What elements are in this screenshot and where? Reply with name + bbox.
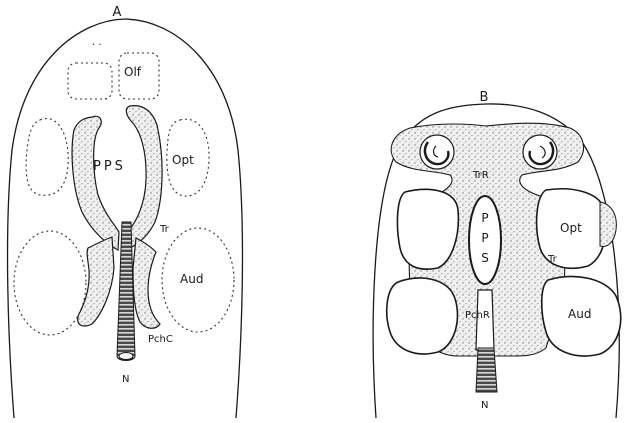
pps-p2-label: P [481, 231, 488, 245]
n-label-b: N [481, 400, 488, 411]
nasal-capsule-right [523, 135, 557, 169]
panel-b-letter: B [480, 90, 489, 105]
trabecula-left [72, 116, 119, 250]
nasal-capsule-left [420, 135, 454, 169]
pps-p1-label: P [481, 211, 488, 225]
trabecula-right [126, 106, 162, 248]
opt-label-b: Opt [560, 221, 582, 235]
aud-label-a: Aud [180, 272, 203, 286]
trr-label: TrR [472, 170, 489, 181]
panel-a: A Olf · · Opt Aud PPS Tr PchC N [8, 5, 243, 418]
notochord-b [476, 348, 497, 392]
pps-label-a: PPS [93, 159, 126, 174]
auditory-capsule-left [14, 231, 86, 335]
tr-label-b: Tr [547, 254, 558, 265]
pchr-label: PchR [465, 310, 490, 321]
pchc-label: PchC [148, 334, 173, 345]
olf-label: Olf [124, 65, 142, 79]
tr-label-a: Tr [159, 224, 170, 235]
optic-capsule-left [26, 119, 68, 196]
panel-b: B TrR Opt Tr P P S Aud P [373, 90, 621, 418]
aud-label-b: Aud [568, 307, 591, 321]
optic-capsule-left-b [397, 189, 458, 269]
eye-bulge-b [600, 202, 616, 246]
opt-label-a: Opt [172, 153, 194, 167]
panel-a-letter: A [113, 5, 122, 20]
auditory-capsule-left-b [387, 278, 458, 354]
parachordal-left [78, 237, 114, 326]
olf-dots: · · [92, 40, 102, 51]
parachordal-right [133, 238, 160, 328]
n-label-a: N [122, 374, 129, 385]
pps-s-label: S [481, 251, 489, 265]
olfactory-capsule-left [68, 63, 112, 99]
notochord-a-end [119, 353, 133, 360]
